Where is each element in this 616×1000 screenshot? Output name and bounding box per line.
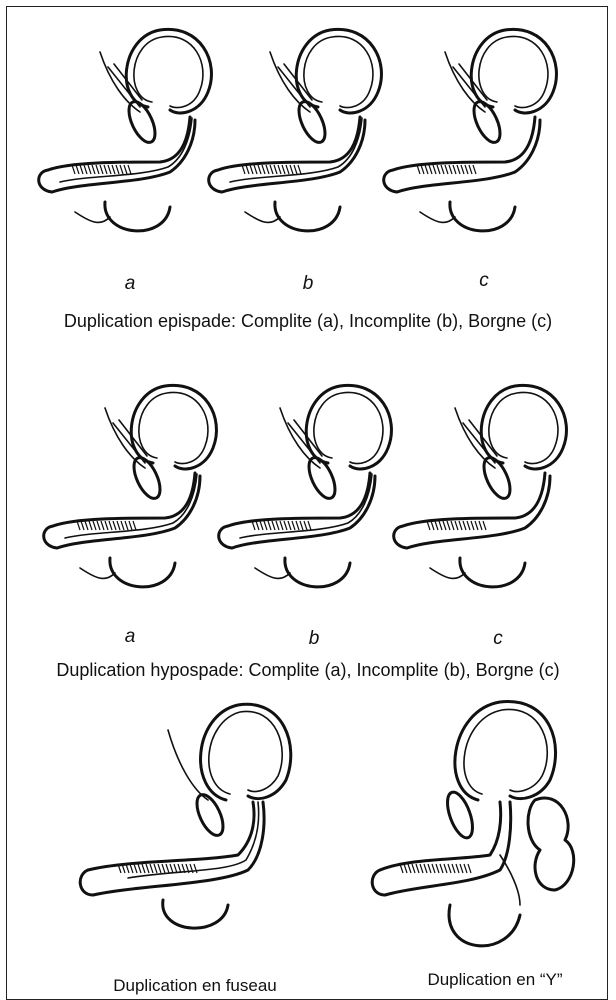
pubic-bone (479, 454, 516, 502)
hypospade-blind-drawing (385, 368, 575, 618)
section-drawing (200, 12, 390, 262)
anatomy-lines (219, 385, 392, 587)
shaft-upper-line (380, 802, 501, 870)
shaft-upper-line (218, 117, 360, 170)
epispade-complete-drawing (30, 12, 220, 262)
section-drawing (385, 368, 575, 618)
erectile-tissue-hatching (427, 521, 486, 530)
rectum-outline (528, 798, 574, 890)
section-drawing (35, 368, 225, 618)
glans-outline (384, 170, 397, 192)
scrotum-outline (105, 202, 170, 231)
perineum-line (80, 568, 115, 578)
erectile-tissue-hatching (77, 521, 136, 530)
section-drawing (68, 690, 308, 940)
erectile-tissue-hatching (72, 165, 131, 174)
shaft-upper-line (228, 473, 370, 526)
perineum-line (255, 568, 290, 578)
bladder-inner-outline (314, 392, 383, 463)
perineum-line (245, 212, 280, 222)
pubic-bone (469, 98, 506, 146)
perineum-line (75, 212, 110, 222)
label-c: c (478, 628, 518, 650)
scrotum-outline (163, 900, 228, 928)
section-drawing (375, 12, 565, 262)
hypospade-complete-drawing (35, 368, 225, 618)
pubic-bone (129, 454, 166, 502)
glans-outline (80, 870, 93, 895)
bladder-inner-outline (209, 711, 282, 794)
shaft-lower-line (385, 802, 511, 895)
glans-outline (219, 526, 232, 548)
scrotum-outline (450, 202, 515, 231)
bladder-outline (131, 385, 216, 469)
erectile-tissue-hatching (242, 165, 301, 174)
glans-outline (39, 170, 52, 192)
epispade-blind-drawing (375, 12, 565, 262)
label-b: b (288, 273, 328, 295)
hypospade-caption: Duplication hypospade: Complite (a), Inc… (0, 660, 616, 681)
shaft-upper-line (48, 117, 190, 170)
pubic-bone (304, 454, 341, 502)
erectile-tissue-hatching (400, 864, 471, 873)
section-drawing (360, 690, 600, 990)
bladder-inner-outline (479, 36, 548, 107)
pubic-bone (294, 98, 331, 146)
scrotum-outline (275, 202, 340, 231)
label-b: b (294, 628, 334, 650)
anatomy-lines (39, 29, 212, 231)
anatomy-lines (384, 29, 557, 231)
perineum-line (420, 212, 455, 222)
bladder-inner-outline (489, 392, 558, 463)
label-a: a (110, 273, 150, 295)
bladder-outline (306, 385, 391, 469)
bladder-inner-outline (139, 392, 208, 463)
scrotum-outline (460, 558, 525, 587)
bladder-inner-outline (464, 709, 547, 794)
epispade-caption: Duplication epispade: Complite (a), Inco… (0, 311, 616, 332)
label-a: a (110, 626, 150, 648)
bladder-outline (296, 29, 381, 113)
anatomy-lines (44, 385, 217, 587)
glans-outline (394, 526, 407, 548)
scrotum-outline (285, 558, 350, 587)
glans-outline (209, 170, 222, 192)
shaft-upper-line (88, 802, 254, 870)
bladder-outline (471, 29, 556, 113)
perineum-line (430, 568, 465, 578)
epispade-incomplete-drawing (200, 12, 390, 262)
section-drawing (30, 12, 220, 262)
scrotum-outline (449, 905, 520, 946)
bladder-outline (126, 29, 211, 113)
bladder-inner-outline (134, 36, 203, 107)
erectile-tissue-hatching (417, 165, 476, 174)
y-caption: Duplication en “Y” (390, 970, 600, 990)
pubic-bone (124, 98, 161, 146)
anatomy-lines (394, 385, 567, 587)
shaft-lower-line (93, 802, 264, 895)
spindle-channel (128, 802, 259, 878)
bladder-outline (481, 385, 566, 469)
anatomy-lines (80, 704, 291, 928)
shaft-upper-line (393, 117, 535, 170)
glans-outline (44, 526, 57, 548)
shaft-upper-line (53, 473, 195, 526)
label-c: c (464, 270, 504, 292)
y-duplication-drawing (360, 690, 600, 990)
scrotum-outline (110, 558, 175, 587)
anatomy-lines (372, 701, 574, 945)
erectile-tissue-hatching (118, 864, 197, 873)
erectile-tissue-hatching (252, 521, 311, 530)
bladder-inner-outline (304, 36, 373, 107)
bladder-outline (201, 704, 291, 800)
spindle-duplication-drawing (68, 690, 308, 940)
shaft-upper-line (403, 473, 545, 526)
anatomy-lines (209, 29, 382, 231)
spindle-caption: Duplication en fuseau (80, 976, 310, 996)
glans-outline (372, 870, 385, 895)
hypospade-incomplete-drawing (210, 368, 400, 618)
section-drawing (210, 368, 400, 618)
